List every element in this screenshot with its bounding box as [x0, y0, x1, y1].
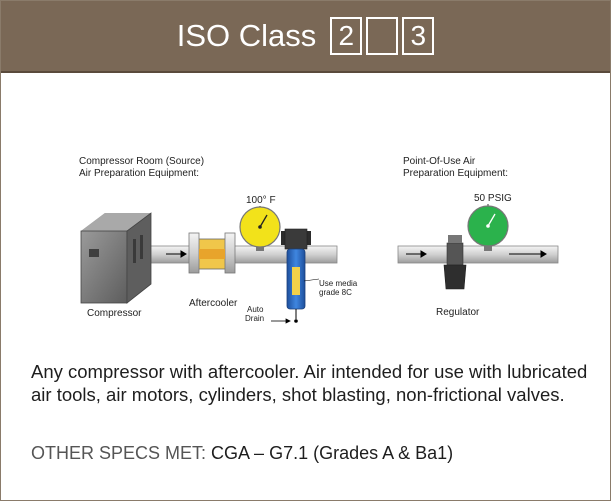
class-description: Any compressor with aftercooler. Air int…: [31, 361, 588, 405]
regulator-label: Regulator: [436, 307, 480, 318]
drain-arrow: [271, 318, 291, 324]
pressure-label: 50 PSIG: [474, 193, 512, 204]
left-caption-line2: Air Preparation Equipment:: [79, 168, 199, 179]
other-specs: OTHER SPECS MET: CGA – G7.1 (Grades A & …: [31, 443, 591, 464]
right-caption-line1: Point-Of-Use Air: [403, 156, 476, 167]
drain-label-line1: Auto: [247, 305, 264, 314]
class-box-2: [366, 17, 399, 55]
temperature-gauge-icon: [239, 206, 281, 251]
right-caption-line2: Preparation Equipment:: [403, 168, 508, 179]
aftercooler-icon: [188, 232, 236, 274]
header-bar: [1, 1, 610, 73]
air-preparation-diagram: Compressor Room (Source) Air Preparation…: [79, 156, 559, 324]
pressure-gauge-icon: [467, 204, 509, 251]
drain-label-line2: Drain: [245, 314, 264, 323]
right-pipe: [397, 245, 559, 264]
temp-label: 100° F: [246, 195, 276, 206]
aftercooler-label: Aftercooler: [189, 298, 238, 309]
regulator-icon: [443, 235, 467, 290]
media-label-line2: grade 8C: [319, 288, 352, 297]
compressor-icon: [80, 212, 152, 304]
media-label-line1: Use media: [319, 279, 358, 288]
title-text: ISO Class: [176, 18, 317, 53]
page-title: ISO Class 2 3: [1, 1, 610, 71]
filter-icon: [281, 228, 311, 323]
flow-arrows: [166, 250, 547, 258]
specs-label: OTHER SPECS MET:: [31, 443, 207, 463]
specs-value: CGA – G7.1 (Grades A & Ba1): [211, 443, 454, 463]
class-box-1: 2: [330, 17, 363, 55]
class-box-3: 3: [402, 17, 435, 55]
media-pointer: [303, 278, 320, 282]
left-caption-line1: Compressor Room (Source): [79, 156, 204, 167]
compressor-label: Compressor: [87, 308, 142, 319]
